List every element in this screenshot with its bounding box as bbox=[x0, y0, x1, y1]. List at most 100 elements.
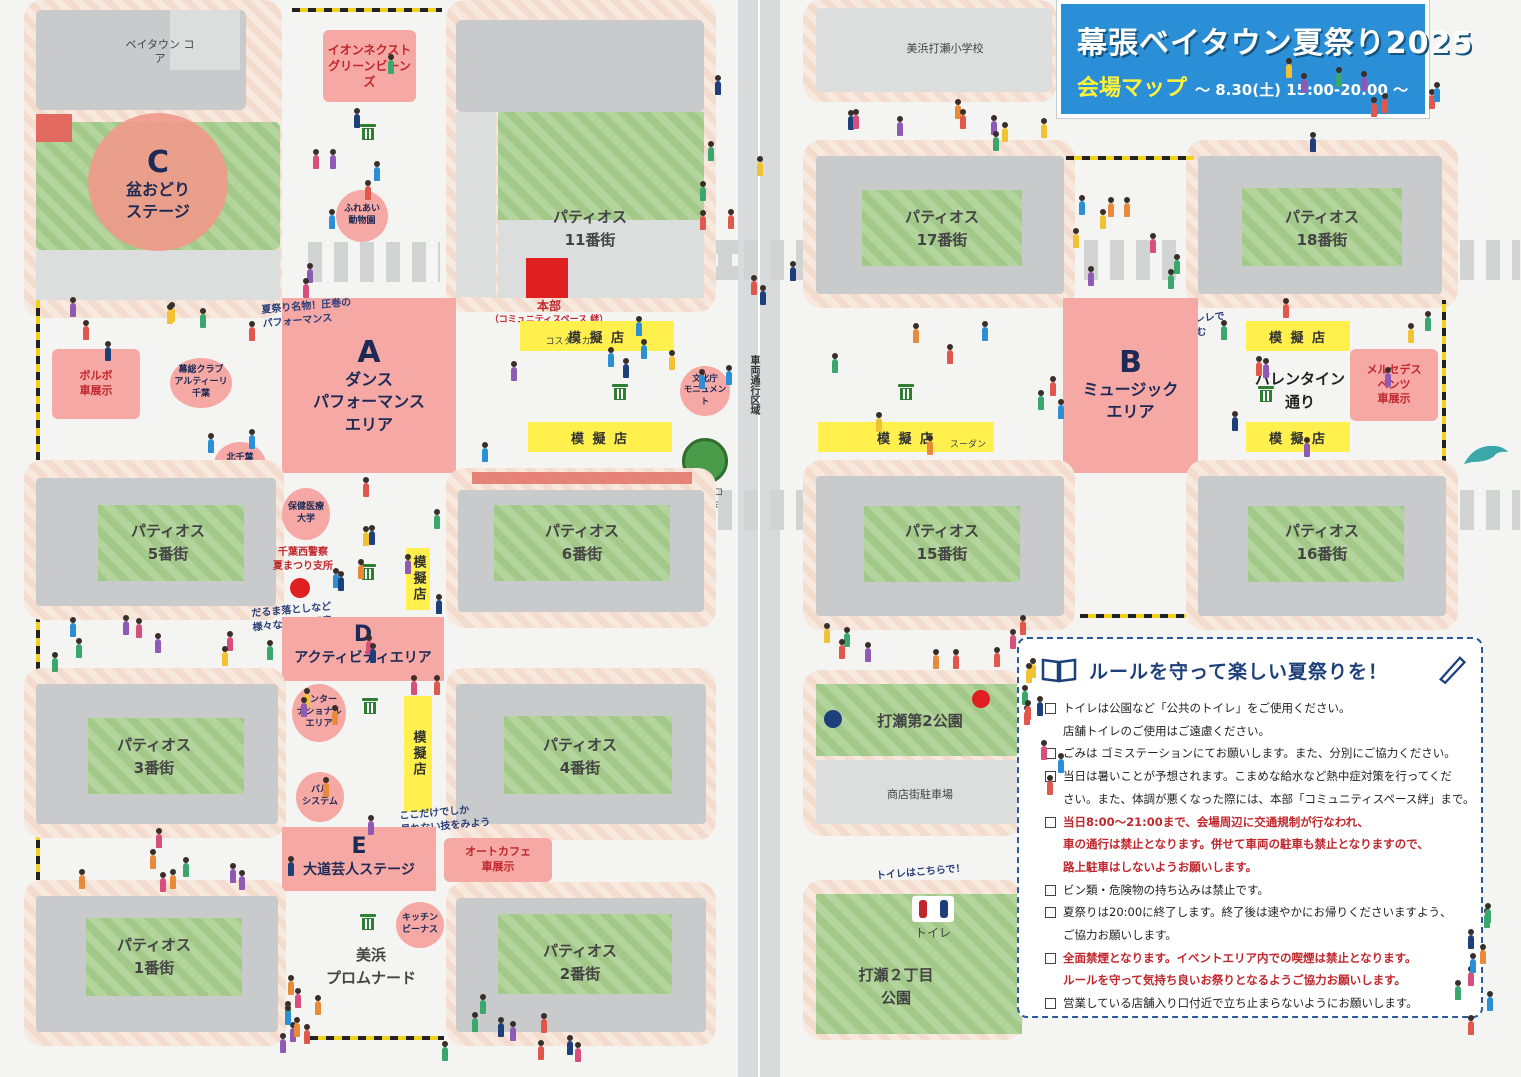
person-figure bbox=[369, 525, 376, 546]
person-figure bbox=[82, 320, 89, 341]
booth-mock-5[interactable]: 模 擬 店 bbox=[818, 422, 994, 452]
trash-icon bbox=[360, 912, 376, 930]
person-figure bbox=[222, 645, 229, 666]
circle-baru[interactable]: バル システム bbox=[296, 772, 344, 822]
rule-item: 店舗トイレのご使用はご遠慮ください。 bbox=[1063, 723, 1270, 738]
lawn bbox=[498, 112, 704, 220]
person-figure bbox=[303, 1024, 310, 1045]
person-figure bbox=[1025, 663, 1032, 684]
person-figure bbox=[238, 869, 245, 890]
person-figure bbox=[865, 642, 872, 663]
area-b[interactable]: B ミュージック エリア bbox=[1063, 298, 1198, 473]
person-figure bbox=[267, 640, 274, 661]
booth-mock-2[interactable]: 模 擬 店 bbox=[528, 422, 672, 452]
person-figure bbox=[1019, 614, 1026, 635]
person-figure bbox=[435, 593, 442, 614]
booth-volvo[interactable]: ボルボ 車展示 bbox=[52, 349, 140, 419]
rule-item: ルールを守って気持ち良いお祭りとなるようご協力お願いします。 bbox=[1063, 973, 1406, 988]
person-figure bbox=[183, 856, 190, 877]
toilet-icon[interactable] bbox=[912, 896, 954, 922]
person-figure bbox=[1001, 122, 1008, 143]
title-banner: 幕張ベイタウン夏祭り2025 会場マップ～ 8.30(土) 15:00-20:0… bbox=[1057, 0, 1472, 118]
person-figure bbox=[1486, 991, 1493, 1012]
person-figure bbox=[700, 210, 707, 231]
person-figure bbox=[1024, 699, 1031, 720]
person-figure bbox=[323, 776, 330, 797]
person-figure bbox=[155, 827, 162, 848]
booth-mock-v2[interactable]: 模擬店 bbox=[404, 696, 432, 812]
person-figure bbox=[636, 315, 643, 336]
person-figure bbox=[832, 353, 839, 374]
person-figure bbox=[1174, 254, 1181, 275]
hq-building[interactable] bbox=[526, 258, 568, 298]
closure-line bbox=[1066, 156, 1194, 160]
label-sudan: スーダン bbox=[949, 440, 986, 450]
person-figure bbox=[230, 863, 237, 884]
person-figure bbox=[69, 297, 76, 318]
person-figure bbox=[332, 704, 339, 725]
person-figure bbox=[497, 1017, 504, 1037]
person-figure bbox=[1057, 399, 1064, 420]
person-figure bbox=[641, 338, 648, 359]
person-figure bbox=[960, 109, 967, 130]
circle-kitchen[interactable]: キッチン ビーナス bbox=[396, 902, 444, 948]
block-p2-label: パティオス 2番街 bbox=[542, 942, 618, 983]
person-figure bbox=[404, 553, 411, 574]
person-figure bbox=[1382, 93, 1388, 114]
area-b-name: ミュージック エリア bbox=[1082, 380, 1179, 422]
person-figure bbox=[541, 1013, 548, 1034]
person-figure bbox=[875, 412, 882, 433]
person-figure bbox=[1073, 227, 1080, 248]
person-figure bbox=[1485, 903, 1492, 924]
area-e[interactable]: E 大道芸人ステージ bbox=[282, 827, 436, 891]
circle-bunka[interactable]: 文化庁 モニュメント bbox=[680, 366, 730, 416]
area-d[interactable]: D アクティビティエリア bbox=[282, 617, 444, 681]
police-marker[interactable] bbox=[290, 578, 310, 598]
lawn bbox=[862, 190, 1022, 266]
crosswalk bbox=[1084, 240, 1184, 280]
booth-aeon[interactable]: イオンネクスト グリーンビーンズ bbox=[323, 30, 416, 102]
person-figure bbox=[388, 53, 395, 74]
booth-mercedes[interactable]: メルセデス ベンツ 車展示 bbox=[1350, 349, 1438, 421]
person-figure bbox=[1041, 118, 1048, 139]
closure-line bbox=[1080, 614, 1186, 618]
person-figure bbox=[280, 1032, 287, 1053]
booth-mock-4[interactable]: 模 擬 店 bbox=[1246, 422, 1350, 452]
lawn bbox=[86, 918, 242, 996]
person-figure bbox=[442, 1041, 449, 1062]
person-figure bbox=[538, 1039, 545, 1060]
ball-red bbox=[972, 690, 990, 708]
person-figure bbox=[852, 109, 859, 130]
rule-item: 全面禁煙となります。イベントエリア内での喫煙は禁止となります。 bbox=[1045, 947, 1475, 970]
rule-item: 車の通行は禁止となります。併せて車両の駐車も禁止となりますので、 bbox=[1063, 837, 1429, 852]
circle-fureai[interactable]: ふれあい 動物園 bbox=[336, 190, 388, 242]
person-figure bbox=[363, 525, 370, 546]
area-c-letter: C bbox=[146, 145, 170, 180]
person-figure bbox=[472, 1012, 479, 1033]
circle-hoken[interactable]: 保健医療 大学 bbox=[282, 488, 330, 540]
booth-autocafe[interactable]: オートカフェ 車展示 bbox=[444, 838, 552, 882]
person-figure bbox=[1057, 753, 1064, 774]
area-a-name: ダンス パフォーマンス エリア bbox=[313, 370, 425, 434]
block-p5-label: パティオス 5番街 bbox=[130, 522, 206, 563]
booth-mock-3[interactable]: 模 擬 店 bbox=[1246, 321, 1350, 351]
person-figure bbox=[199, 307, 206, 328]
person-figure bbox=[433, 509, 440, 530]
closure-line bbox=[36, 618, 40, 670]
person-figure bbox=[1301, 73, 1308, 94]
crosswalk bbox=[308, 242, 440, 282]
circle-makuso[interactable]: 幕総クラブ アルティーリ千葉 bbox=[170, 358, 232, 408]
booth-mock-1[interactable]: 模 擬 店 bbox=[520, 321, 674, 351]
person-figure bbox=[169, 869, 176, 890]
block-p18-label: パティオス 18番街 bbox=[1284, 208, 1360, 249]
hq-label: 本部 （コミュニティスペース 絆） bbox=[486, 298, 612, 326]
area-a[interactable]: A ダンス パフォーマンス エリア bbox=[282, 298, 456, 473]
toilet-male-icon bbox=[918, 900, 927, 918]
area-e-letter: E bbox=[351, 834, 367, 859]
person-figure bbox=[1469, 952, 1476, 973]
person-figure bbox=[897, 116, 904, 137]
rule-item: 営業している店舗入り口付近で立ち止まらないようにお願いします。 bbox=[1045, 992, 1475, 1015]
person-figure bbox=[368, 814, 375, 835]
person-figure bbox=[481, 442, 488, 463]
person-figure bbox=[700, 181, 706, 202]
